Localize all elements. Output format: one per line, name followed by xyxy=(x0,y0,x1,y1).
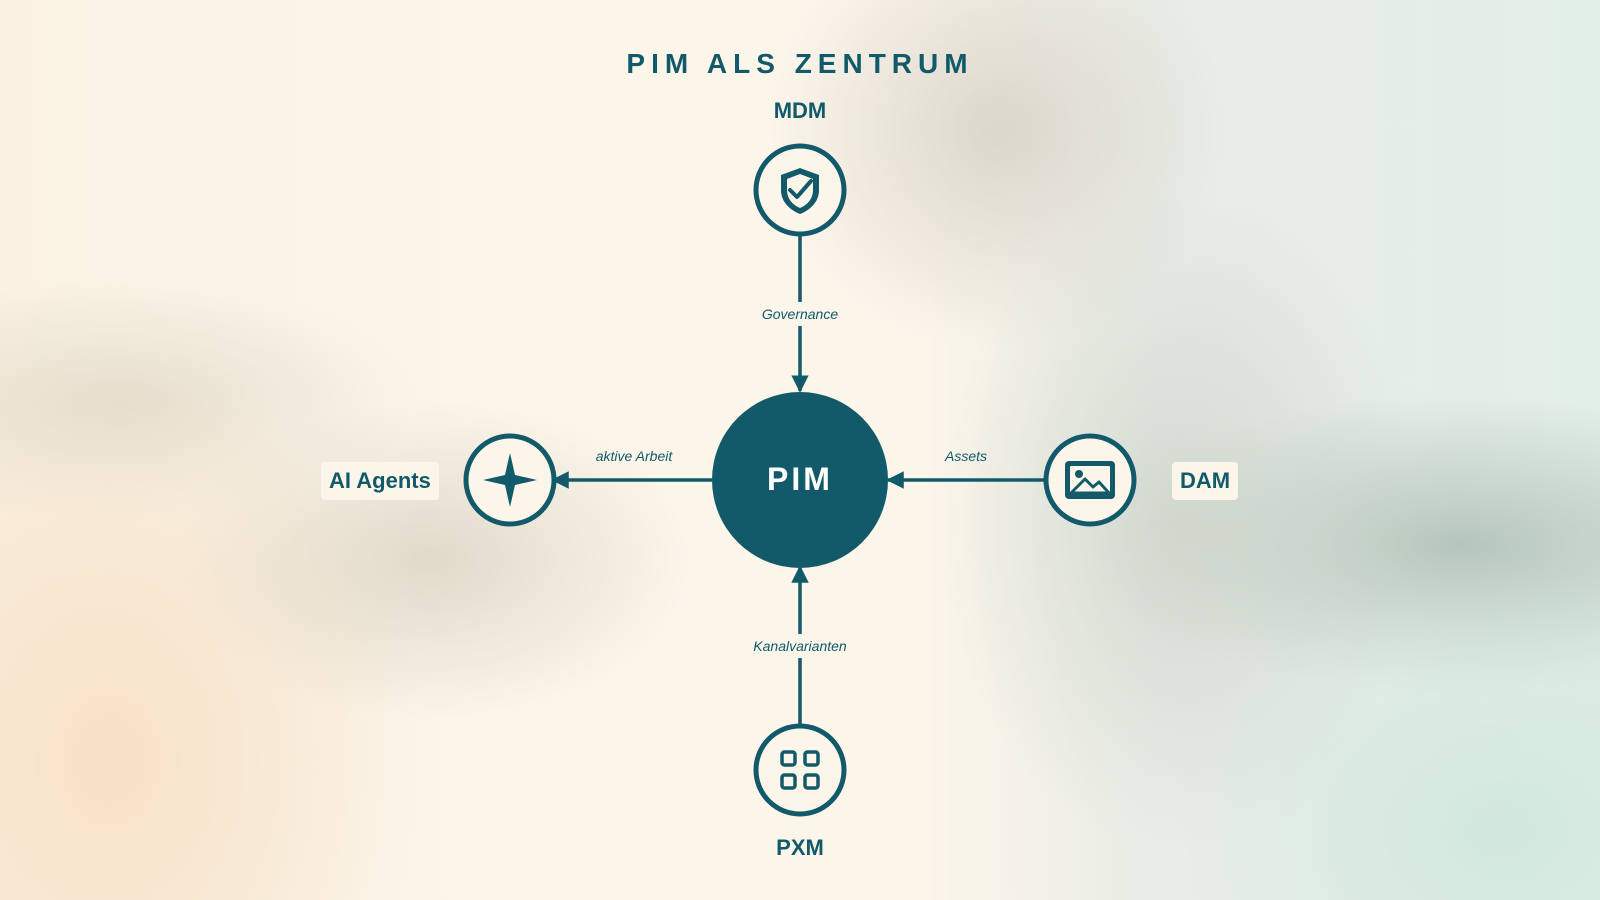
edge-label-governance: Governance xyxy=(761,306,839,322)
pim-center-label: PIM xyxy=(767,461,833,497)
edge-label-kanalvarianten: Kanalvarianten xyxy=(753,638,847,654)
image-icon xyxy=(1065,461,1115,499)
dam-label: DAM xyxy=(1172,462,1239,500)
diagram-title: PIM ALS ZENTRUM xyxy=(626,48,974,79)
dam-node xyxy=(1043,433,1137,527)
pim-center-node xyxy=(712,392,888,568)
grid-icon xyxy=(780,750,820,790)
edge-label-assets: Assets xyxy=(944,448,987,464)
pxm-node xyxy=(753,723,847,817)
shield-check-icon xyxy=(781,168,819,214)
ai-agents-label: AI Agents xyxy=(321,462,439,500)
mdm-label: MDM xyxy=(773,98,827,123)
pxm-label: PXM xyxy=(776,835,824,860)
sparkle-icon xyxy=(483,453,537,507)
edge-label-aktive-arbeit: aktive Arbeit xyxy=(595,448,673,464)
ai-agents-node xyxy=(463,433,557,527)
mdm-node xyxy=(753,143,847,237)
